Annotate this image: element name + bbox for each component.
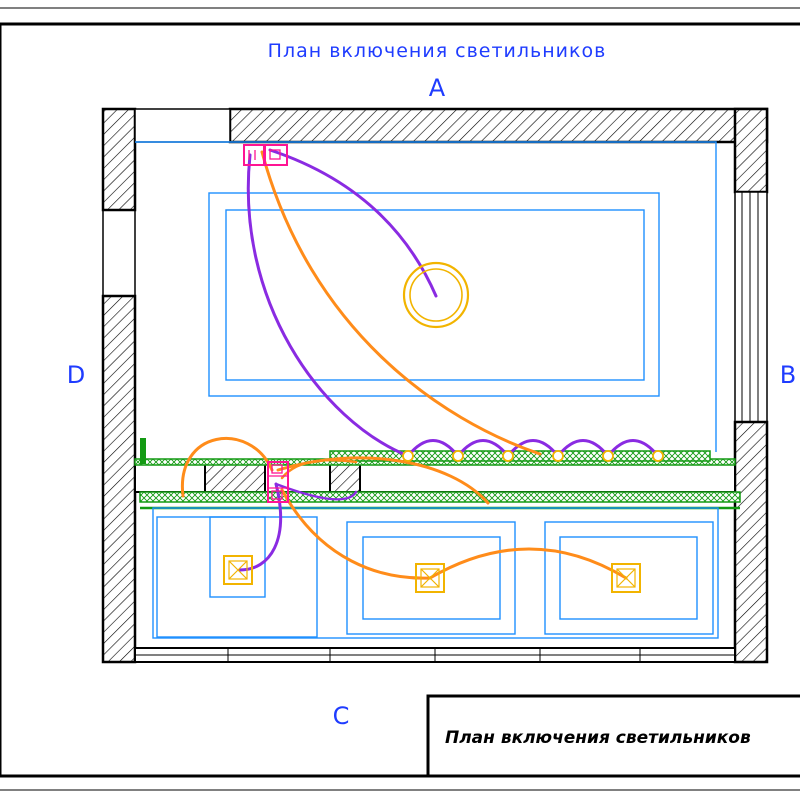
wall-right-upper [733,107,769,194]
wall-label-d: D [67,361,85,389]
ceiling-box-3-inner [559,536,698,620]
ceiling-lower-outline [152,507,719,639]
wall-left-upper [101,107,137,212]
wall-label-c: C [333,702,350,730]
cornice-corner [140,438,146,464]
spot-square-1 [223,555,253,585]
wire-upper-spots-chain [406,439,660,459]
wire-orange-upper [260,150,542,456]
door-opening-top [134,108,231,143]
wire-upper-spots-feed [246,153,410,458]
window-right [734,191,768,423]
title-block-frame [426,694,800,778]
wire-chandelier [268,148,438,298]
ceiling-box-2 [346,521,516,635]
drawing-frame [0,22,800,778]
upper-spot-lights [402,450,664,462]
ceiling-box-3 [544,521,714,635]
wall-label-b: B [780,361,796,389]
spot-square-2 [415,563,445,593]
walls [101,107,769,664]
title-block: План включения светильников [426,694,800,778]
plan-title: План включения светильников [268,40,607,62]
wire-orange-cornice-loop [180,437,274,498]
wall-top [228,107,769,144]
partition-hatch-left [204,463,266,493]
fixtures [223,261,664,593]
switches [243,144,289,503]
ceiling-box-1-notch [209,516,266,598]
wall-label-a: A [429,74,446,102]
wall-left-lower [101,294,137,664]
spot-square-3 [611,563,641,593]
switch-upper [243,144,288,166]
wires [180,148,660,580]
lower-spot-lights [223,555,641,593]
ceiling-tier-outer [208,192,660,397]
wire-lower-spot-2 [280,488,432,580]
chandelier [402,261,470,329]
ceiling-box-2-inner [362,536,501,620]
ceiling-tier-inner [225,209,645,381]
wall-right-lower [733,420,769,664]
ceiling-outlines [135,141,719,639]
ceiling-edge-upper [135,141,717,452]
partition-hatch-mid [329,463,361,493]
switch-lower [267,461,289,503]
cornice-upper-valance [329,450,711,462]
ceiling-box-1 [156,516,318,638]
title-block-text: План включения светильников [445,728,751,748]
wire-lower-spot-3 [428,547,628,580]
cornice-lower-room [139,491,741,503]
